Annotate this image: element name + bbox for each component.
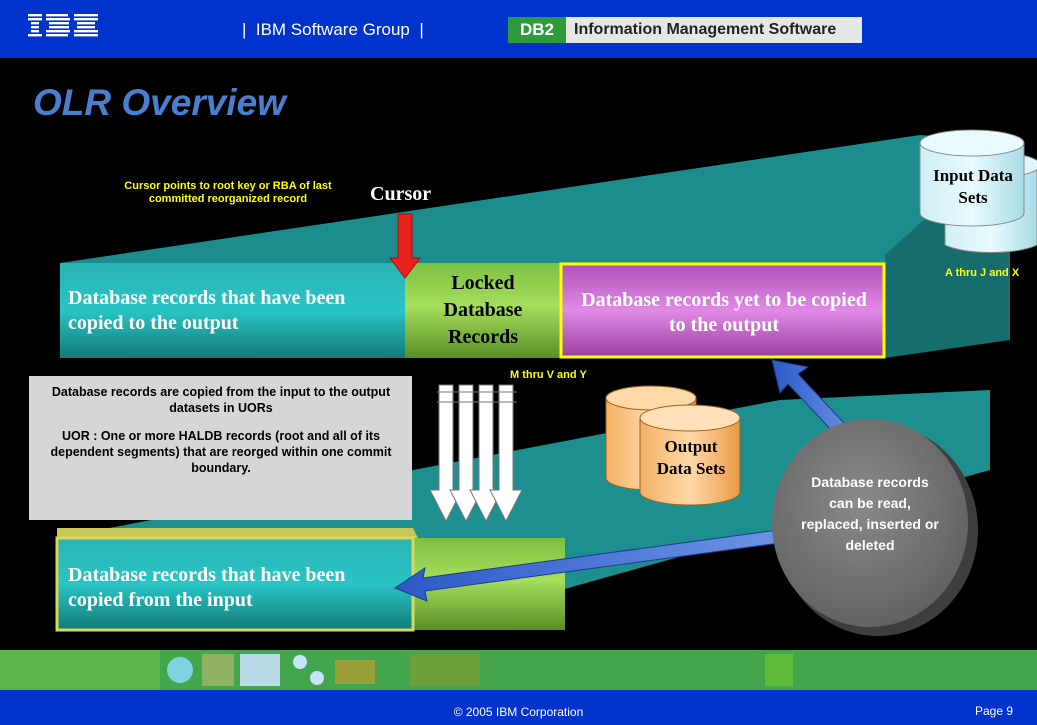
header-group-text: | IBM Software Group | [242,20,424,39]
footer-decor-dot-icon [310,671,324,685]
ibm-logo [28,14,98,37]
input-datasets-label: Input Data Sets [933,166,1013,207]
footer-decor-tile [765,654,793,686]
ellipse-text: Database records can be read, replaced, … [801,474,939,553]
footer-decor-tile [202,654,234,686]
output-range-label: M thru V and Y [510,369,587,381]
bottom-box-top-bevel [57,528,418,538]
copied-from-input-box [55,536,415,632]
product-name: Information Management Software [566,17,862,43]
input-datasets-icon [919,129,1037,253]
copy-down-arrows-icon [429,384,523,523]
db2-badge: DB2 [508,17,566,43]
pending-records-box [559,262,886,359]
footer-decor-tile [410,654,480,686]
cursor-label: Cursor [370,183,432,205]
footer-strip-left-fade [0,650,160,690]
uor-note-box [29,376,412,520]
cursor-arrow-icon [389,213,421,279]
copied-from-input-text: Database records that have been copied f… [68,564,346,611]
uor-note-line1: Database records are copied from the inp… [51,385,391,415]
cursor-note: Cursor points to root key or RBA of last… [124,180,332,205]
access-ellipse [772,419,968,627]
footer-decor-circle-icon [167,657,193,683]
copied-to-output-text: Database records that have been copied t… [68,287,346,334]
locked-records-box [405,263,560,358]
footer-decor-tile [335,660,375,684]
input-range-label: A thru J and X [945,267,1020,279]
pending-records-text: Database records yet to be copied to the… [581,289,867,336]
locked-records-text: Locked Database Records [443,272,523,348]
slide-title: OLR Overview [33,82,286,123]
footer-bar [0,690,1037,725]
footer-decor-tile [240,654,280,686]
footer-decor-dot-icon [293,655,307,669]
copyright: © 2005 IBM Corporation [453,705,584,719]
output-datasets-icon [605,385,741,506]
copied-to-output-box [60,263,405,358]
output-datasets-label: Output Data Sets [656,437,726,478]
uor-note-line2: UOR : One or more HALDB records (root an… [50,429,392,475]
page-number: Page 9 [975,704,1014,718]
